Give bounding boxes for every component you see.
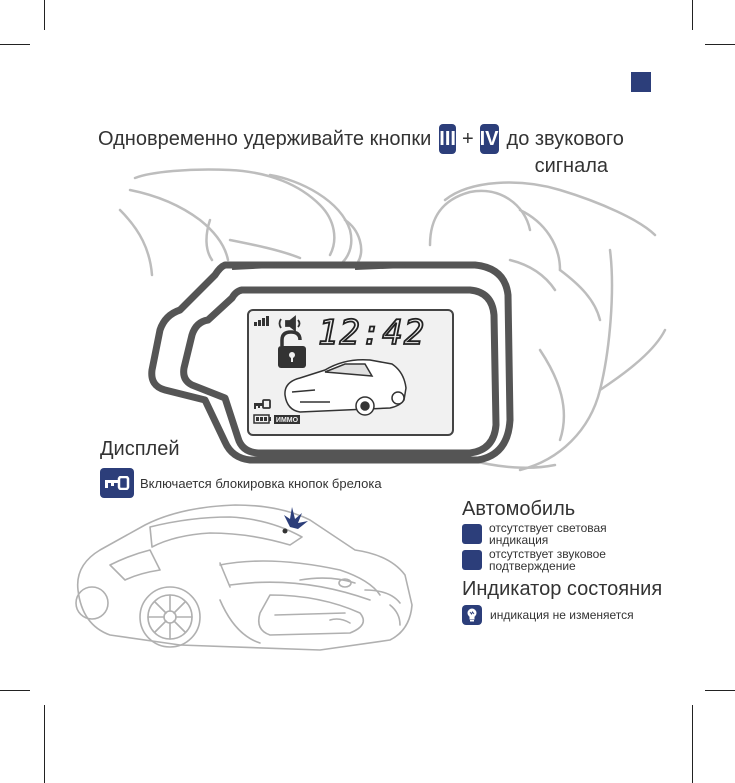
auto-light-item: отсутствует световая индикация bbox=[462, 522, 639, 546]
plus-sign: + bbox=[461, 128, 474, 150]
crop-mark bbox=[44, 0, 45, 30]
left-hand-sketch bbox=[118, 168, 363, 277]
page-marker bbox=[631, 72, 651, 92]
sound-indicator-square bbox=[462, 550, 482, 570]
crop-mark bbox=[692, 705, 693, 783]
immo-badge bbox=[274, 415, 300, 424]
battery-icon bbox=[253, 414, 271, 424]
status-section-title: Индикатор состояния bbox=[462, 578, 663, 600]
flash-icon bbox=[282, 507, 308, 534]
light-indicator-square bbox=[462, 524, 482, 544]
instruction-line2: сигнала bbox=[534, 155, 608, 177]
key-icon bbox=[100, 468, 134, 498]
signal-icon bbox=[254, 316, 269, 326]
keyfob-illustration: ИММО 12:42 bbox=[118, 168, 667, 472]
instruction-suffix: до звукового bbox=[506, 128, 624, 150]
auto-light-text: отсутствует световая индикация bbox=[489, 521, 607, 547]
speaker-icon bbox=[278, 315, 301, 332]
immo-label: ИММО bbox=[276, 417, 299, 424]
key-icon bbox=[254, 399, 271, 409]
car-icon bbox=[284, 358, 407, 416]
crop-mark bbox=[705, 44, 735, 45]
crop-mark bbox=[705, 690, 735, 691]
key-four-badge: IV bbox=[479, 124, 499, 154]
lock-feature-row: Включается блокировка кнопок брелока bbox=[100, 468, 382, 498]
display-section-title: Дисплей bbox=[100, 438, 180, 460]
key-three-badge: III bbox=[439, 124, 456, 154]
status-item: индикация не изменяется bbox=[462, 605, 634, 625]
lightbulb-icon bbox=[462, 605, 482, 625]
lock-feature-text: Включается блокировка кнопок брелока bbox=[140, 475, 382, 491]
instruction-prefix: Одновременно удерживайте кнопки bbox=[98, 128, 432, 150]
car-sketch bbox=[75, 504, 413, 651]
auto-sound-text: отсутствует звуковое подтверждение bbox=[489, 547, 606, 573]
crop-mark bbox=[692, 0, 693, 30]
crop-mark bbox=[0, 690, 30, 691]
lcd-time: 12:42 bbox=[318, 313, 425, 353]
crop-mark bbox=[0, 44, 30, 45]
status-text: индикация не изменяется bbox=[490, 608, 634, 622]
auto-sound-item: отсутствует звуковое подтверждение bbox=[462, 548, 639, 572]
instruction-text: Одновременно удерживайте кнопки III + IV… bbox=[98, 124, 624, 178]
auto-section-title: Автомобиль bbox=[462, 498, 576, 520]
crop-mark bbox=[44, 705, 45, 783]
lock-open-icon bbox=[278, 330, 306, 368]
